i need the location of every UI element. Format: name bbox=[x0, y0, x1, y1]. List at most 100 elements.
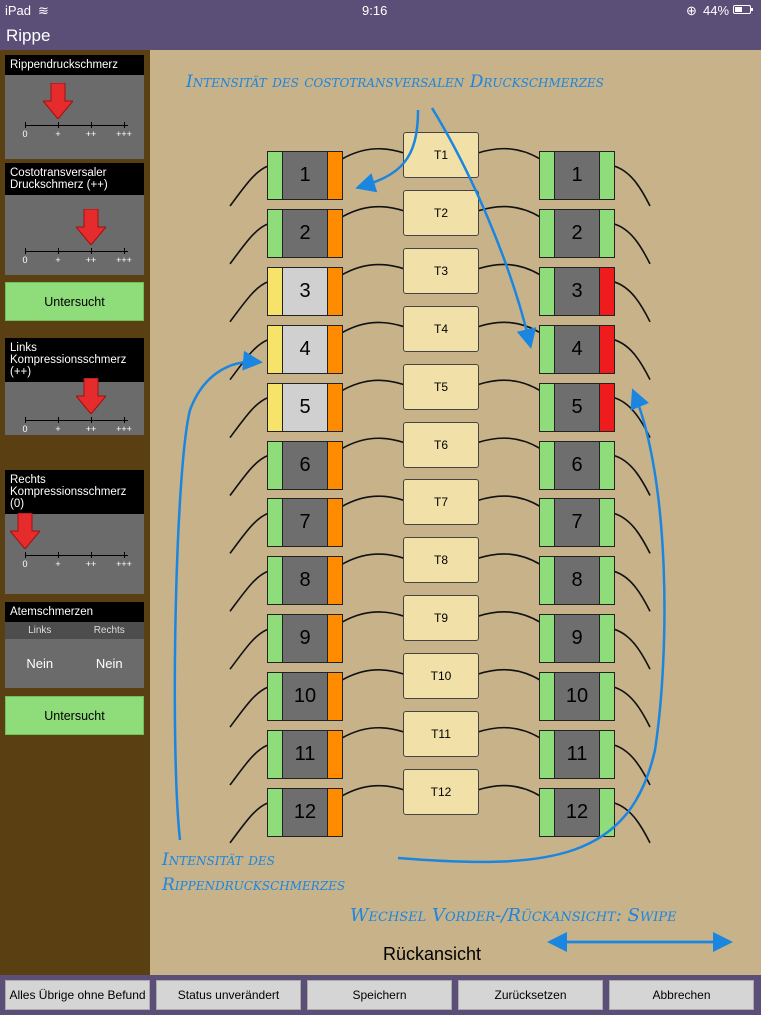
rib-curve bbox=[229, 802, 269, 844]
view-label[interactable]: Rückansicht bbox=[383, 944, 482, 964]
speichern-button[interactable]: Speichern bbox=[307, 980, 452, 1010]
rib-left-1[interactable]: 1 bbox=[267, 151, 343, 200]
rib-curve bbox=[477, 147, 541, 160]
scale-label: +++ bbox=[116, 129, 132, 139]
rib-left-9[interactable]: 9 bbox=[267, 614, 343, 664]
pain-panel-links-kompression[interactable]: Links Kompressionsschmerz (++)0++++++ bbox=[5, 338, 144, 435]
vertebra-T9[interactable]: T9 bbox=[403, 595, 479, 642]
rib-left-3[interactable]: 3 bbox=[267, 266, 343, 316]
status-bar: iPad ≋ 9:16 ⊕ 44% bbox=[0, 0, 761, 20]
rib-right-2[interactable]: 2 bbox=[539, 208, 615, 258]
vertebra-T2[interactable]: T2 bbox=[403, 189, 479, 236]
rib-right-4[interactable]: 4 bbox=[539, 324, 615, 374]
pain-level-marker[interactable] bbox=[74, 377, 108, 415]
zuruecksetzen-button[interactable]: Zurücksetzen bbox=[458, 980, 603, 1010]
status-unveraendert-button[interactable]: Status unverändert bbox=[156, 980, 301, 1010]
rib-right-9[interactable]: 9 bbox=[539, 614, 615, 664]
scale-tick bbox=[58, 122, 59, 128]
rib-curve bbox=[341, 553, 405, 565]
rib-curve bbox=[229, 686, 269, 728]
pain-panel-costotransversal[interactable]: Costotransversaler Druckschmerz (++)0+++… bbox=[5, 163, 144, 275]
scale-tick bbox=[25, 552, 26, 558]
untersucht-button-2[interactable]: Untersucht bbox=[5, 696, 144, 735]
rotation-lock-icon: ⊕ bbox=[686, 3, 697, 18]
rib-curve bbox=[613, 338, 651, 381]
scale-tick bbox=[91, 417, 92, 423]
rib-left-8[interactable]: 8 bbox=[267, 556, 343, 606]
rib-right-3[interactable]: 3 bbox=[539, 266, 615, 316]
vertebra-T12[interactable]: T12 bbox=[403, 768, 479, 815]
clock: 9:16 bbox=[362, 3, 388, 18]
vertebra-T8[interactable]: T8 bbox=[403, 537, 479, 584]
alles-ohne-befund-button[interactable]: Alles Übrige ohne Befund bbox=[5, 980, 150, 1010]
scale-tick bbox=[124, 122, 125, 128]
rib-curve bbox=[477, 668, 541, 681]
scale-label: + bbox=[55, 255, 61, 265]
rib-left-7[interactable]: 7 bbox=[267, 498, 343, 548]
rib-curve bbox=[229, 165, 269, 207]
rib-left-2[interactable]: 2 bbox=[267, 208, 343, 258]
rib-right-7[interactable]: 7 bbox=[539, 498, 615, 548]
rib-left-11[interactable]: 11 bbox=[267, 730, 343, 779]
battery-percent: 44% bbox=[703, 3, 730, 18]
rib-left-10[interactable]: 10 bbox=[267, 672, 343, 722]
rib-curve bbox=[341, 495, 405, 508]
atem-value-left[interactable]: Nein bbox=[26, 655, 54, 671]
vertebra-T7[interactable]: T7 bbox=[403, 479, 479, 526]
scale-tick bbox=[25, 248, 26, 254]
pain-panel-rechts-kompression[interactable]: Rechts Kompressionsschmerz (0)0++++++ bbox=[5, 470, 144, 594]
vertebra-T5[interactable]: T5 bbox=[403, 363, 479, 410]
device-label: iPad bbox=[5, 3, 32, 18]
vertebra-T6[interactable]: T6 bbox=[403, 421, 479, 468]
scale-label: + bbox=[55, 559, 61, 569]
rib-right-12[interactable]: 12 bbox=[539, 787, 615, 837]
pain-level-marker[interactable] bbox=[8, 512, 42, 550]
rib-curve bbox=[341, 669, 405, 681]
abbrechen-button[interactable]: Abbrechen bbox=[609, 980, 754, 1010]
rib-left-12[interactable]: 12 bbox=[267, 787, 343, 837]
rib-curve bbox=[613, 744, 651, 786]
rib-curve bbox=[613, 223, 651, 265]
rib-curve bbox=[613, 802, 651, 844]
pain-level-marker[interactable] bbox=[41, 82, 75, 120]
pain-scale bbox=[25, 420, 128, 421]
scale-tick bbox=[91, 552, 92, 558]
rib-curve bbox=[229, 281, 269, 323]
annotation-arrows bbox=[173, 107, 733, 952]
rib-curve bbox=[477, 437, 541, 450]
annotation-swipe: Wechsel Vorder-/Rückansicht: Swipe bbox=[350, 905, 677, 926]
atem-value-right[interactable]: Nein bbox=[95, 655, 123, 671]
rib-left-6[interactable]: 6 bbox=[267, 440, 343, 490]
pain-level-marker[interactable] bbox=[74, 208, 108, 246]
rib-right-11[interactable]: 11 bbox=[539, 730, 615, 779]
rib-curve bbox=[477, 611, 541, 623]
atem-col-left: Links bbox=[28, 625, 52, 636]
vertebra-T11[interactable]: T11 bbox=[403, 711, 479, 757]
scale-label: + bbox=[55, 424, 61, 434]
untersucht-button-1[interactable]: Untersucht bbox=[5, 282, 144, 321]
pain-panel-title: Costotransversaler Druckschmerz (++) bbox=[5, 163, 144, 195]
scale-label: 0 bbox=[22, 559, 28, 569]
rib-right-6[interactable]: 6 bbox=[539, 440, 615, 490]
rib-right-5[interactable]: 5 bbox=[539, 382, 615, 432]
scale-label: ++ bbox=[85, 255, 97, 265]
rib-left-4[interactable]: 4 bbox=[267, 324, 343, 374]
atemschmerzen-panel[interactable]: Atemschmerzen Links Rechts Nein Nein bbox=[5, 602, 144, 688]
rib-curve bbox=[229, 570, 269, 612]
scale-label: 0 bbox=[22, 255, 28, 265]
rib-right-8[interactable]: 8 bbox=[539, 556, 615, 606]
vertebra-T3[interactable]: T3 bbox=[403, 247, 479, 294]
pain-scale bbox=[25, 125, 128, 126]
vertebra-T4[interactable]: T4 bbox=[403, 305, 479, 352]
rib-curve bbox=[341, 784, 405, 797]
scale-label: + bbox=[55, 129, 61, 139]
vertebra-T10[interactable]: T10 bbox=[403, 653, 479, 700]
scale-tick bbox=[124, 417, 125, 423]
rib-right-10[interactable]: 10 bbox=[539, 672, 615, 722]
rib-left-5[interactable]: 5 bbox=[267, 382, 343, 432]
scale-label: ++ bbox=[85, 424, 97, 434]
rib-right-1[interactable]: 1 bbox=[539, 151, 615, 200]
